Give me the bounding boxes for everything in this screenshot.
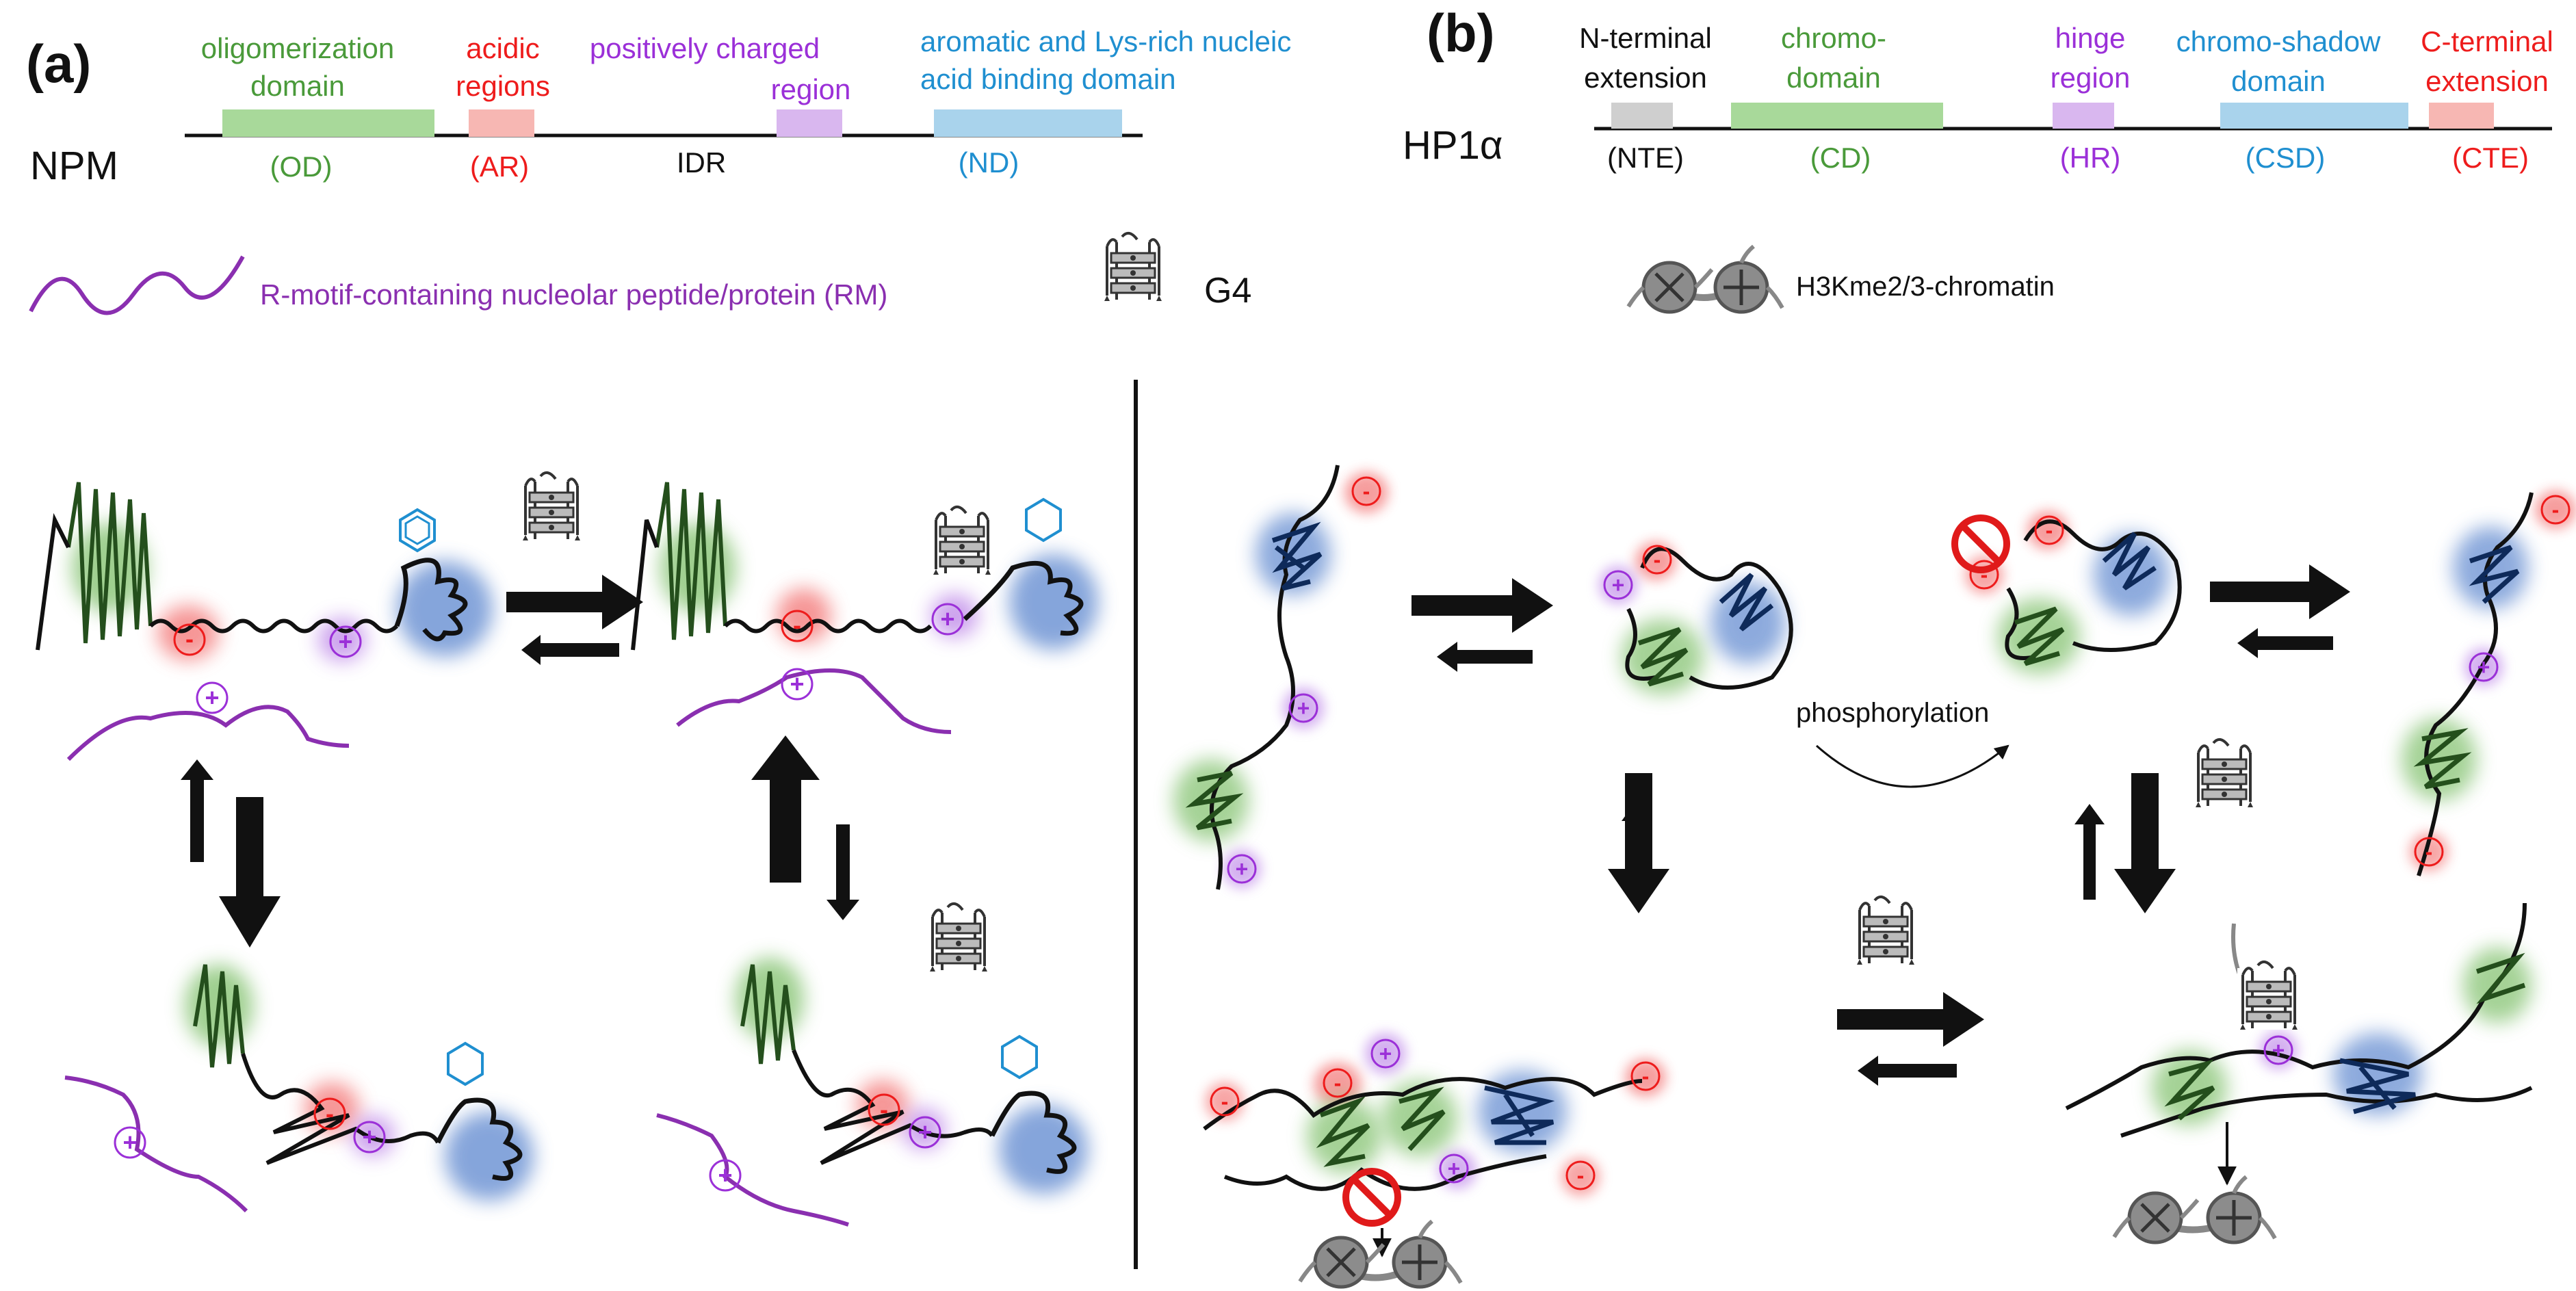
od-bar (222, 109, 434, 137)
od-abbr: (OD) (270, 151, 333, 183)
nte-charge: - (1981, 562, 1988, 587)
hr-label-line2: region (2051, 62, 2131, 94)
cte-bar (2429, 103, 2494, 129)
hp1-state-open: - + + (1173, 465, 1388, 890)
cd-label-line2: domain (1786, 62, 1881, 94)
charge: - (1642, 1064, 1650, 1088)
hr-label-line1: hinge (2055, 22, 2126, 54)
cte-label-line2: extension (2425, 65, 2549, 97)
phosphorylation-label: phosphorylation (1796, 698, 1989, 728)
cte-charge: - (2046, 518, 2053, 543)
charge: + (1448, 1156, 1461, 1181)
rm-charge: + (205, 683, 219, 712)
npm-equilibrium-arrows (181, 471, 859, 948)
hp1-state-closed: - + (1599, 542, 1793, 694)
ar-charge: - (326, 1099, 334, 1127)
hp1-dimer-inhibited: - + - - + - (1203, 1033, 1666, 1287)
ar-bar (469, 109, 534, 137)
cte-label-line1: C-terminal (2421, 25, 2553, 57)
ar-label-line1: acidic (466, 32, 539, 64)
hr-abbr: (HR) (2060, 142, 2121, 174)
hp1a-label: HP1α (1403, 123, 1502, 168)
npm-state-g4-rm-released: - + + (656, 902, 1088, 1227)
npm-state-free: - + + (36, 482, 493, 761)
prr-charge: + (362, 1123, 376, 1151)
prr-bar (777, 109, 842, 137)
charge: - (1577, 1163, 1585, 1188)
charge: + (1379, 1041, 1392, 1066)
hp1-state-phospho: - - (1951, 511, 2182, 674)
nd-bar (934, 109, 1122, 137)
prr-charge: + (338, 627, 352, 655)
nte-charge: - (2425, 839, 2433, 864)
g4-legend-icon (1100, 231, 1165, 302)
prr-charge: + (940, 605, 954, 633)
nte-abbr: (NTE) (1607, 142, 1684, 174)
panel-a-label: (a) (26, 34, 91, 94)
cd-abbr: (CD) (1810, 142, 1871, 174)
cte-charge: - (2552, 497, 2560, 522)
chromatin-legend-icon (1628, 246, 1782, 312)
prohibited-icon (1951, 514, 2010, 573)
csd-label-line2: domain (2231, 65, 2326, 97)
cte-abbr: (CTE) (2452, 142, 2529, 174)
idr-label: IDR (677, 146, 726, 179)
cd-label-line1: chromo- (1781, 22, 1886, 54)
nte-charge: + (1612, 573, 1625, 597)
rm-charge: + (122, 1128, 137, 1156)
hp1-equilibrium-arrows (1411, 564, 2350, 1086)
g4-legend-label: G4 (1204, 271, 1251, 311)
phosphorylation-arrow (1816, 744, 2009, 788)
rm-legend-label: R-motif-containing nucleolar peptide/pro… (260, 278, 887, 311)
hp1-dimer-g4-bound: + (2065, 902, 2533, 1242)
charge: - (1221, 1089, 1229, 1114)
npm-state-g4-bound: - + + (631, 482, 1098, 734)
chromatin-bound (2114, 1177, 2275, 1242)
csd-label-line1: chromo-shadow (2176, 25, 2381, 57)
rm-charge: + (790, 670, 804, 698)
charge: + (2272, 1038, 2285, 1062)
prohibited-icon (1342, 1168, 1401, 1227)
chromatin-legend-label: H3Kme2/3-chromatin (1796, 272, 2055, 302)
csd-bar (2220, 103, 2408, 129)
panel-b-label: (b) (1427, 3, 1495, 63)
hr-charge: + (1297, 696, 1310, 720)
nd-label-line2: acid binding domain (920, 63, 1176, 95)
nte-label-line2: extension (1584, 62, 1707, 94)
od-label-line1: oligomerization (201, 32, 394, 64)
csd-abbr: (CSD) (2246, 142, 2326, 174)
nd-abbr: (ND) (959, 146, 1019, 179)
ar-abbr: (AR) (470, 151, 529, 183)
cd-bar (1731, 103, 1943, 129)
hr-charge: + (2477, 655, 2490, 679)
prr-label-line1: positively charged (590, 32, 820, 64)
nte-charge: + (1236, 857, 1249, 881)
npm-state-rm-released: - + + (64, 964, 534, 1213)
nte-bar (1611, 103, 1673, 129)
ar-charge: - (880, 1095, 888, 1123)
hp1-state-phospho-open: - + - (2402, 491, 2576, 876)
charge: - (1334, 1071, 1342, 1095)
nte-label-line1: N-terminal (1579, 22, 1712, 54)
ar-charge: - (793, 611, 801, 639)
ar-charge: - (185, 625, 194, 653)
od-label-line2: domain (250, 70, 345, 102)
hr-bar (2053, 103, 2114, 129)
ar-label-line2: regions (456, 70, 550, 102)
rm-legend-squiggle (29, 255, 245, 315)
npm-label: NPM (30, 144, 118, 188)
prr-label-line2: region (771, 73, 851, 105)
chromatin-blocked (1300, 1221, 1461, 1287)
cte-charge: - (1363, 479, 1370, 504)
rm-charge: + (718, 1161, 732, 1189)
prr-charge: + (918, 1118, 932, 1146)
cte-charge: - (1654, 547, 1661, 572)
nd-label-line1: aromatic and Lys-rich nucleic (920, 25, 1291, 57)
